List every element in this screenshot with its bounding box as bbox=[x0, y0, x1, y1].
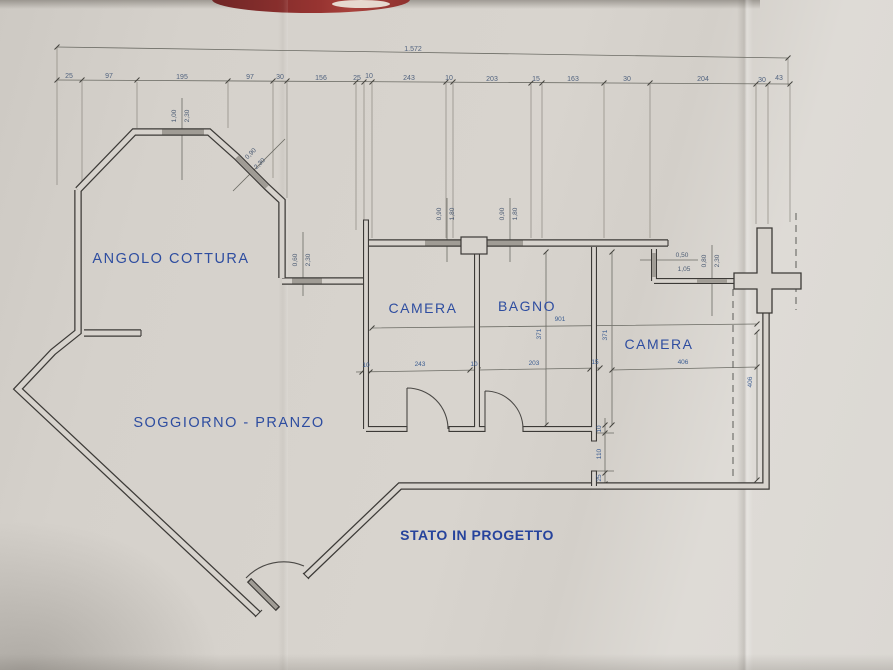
room-label-kitchen: ANGOLO COTTURA bbox=[92, 251, 249, 267]
win5-width: 0,90 bbox=[499, 207, 506, 220]
win1-width: 1,00 bbox=[171, 109, 178, 122]
dim-bed2-depth: 406 bbox=[747, 376, 754, 387]
win3-width: 0,60 bbox=[292, 253, 299, 266]
dim-top-5: 156 bbox=[315, 75, 327, 82]
dimension-lines bbox=[54, 44, 793, 490]
window-openings bbox=[162, 129, 523, 284]
dim-door-0: 10 bbox=[596, 425, 603, 433]
dim-total: 1.572 bbox=[404, 46, 422, 53]
dim-inner-3: 203 bbox=[529, 360, 540, 367]
dim-top-4: 30 bbox=[276, 74, 284, 81]
win2-width: 0,90 bbox=[244, 147, 258, 161]
win4-width: 0,90 bbox=[436, 207, 443, 220]
extension-lines bbox=[56, 47, 791, 238]
dim-inner-2: 10 bbox=[470, 361, 478, 368]
dim-top-1: 97 bbox=[105, 73, 113, 80]
win1-height: 2,30 bbox=[184, 109, 191, 122]
dim-inner-0: 10 bbox=[362, 362, 370, 369]
dim-inner-total: 901 bbox=[555, 316, 566, 323]
interior-walls bbox=[363, 220, 734, 486]
dim-top-16: 43 bbox=[775, 75, 783, 82]
room-labels: ANGOLO COTTURA CAMERA BAGNO CAMERA SOGGI… bbox=[92, 251, 694, 431]
win7-height: 2,30 bbox=[714, 254, 721, 267]
dim-top-3: 97 bbox=[246, 74, 254, 81]
dim-top-0: 25 bbox=[65, 73, 73, 80]
dim-top-13: 30 bbox=[623, 76, 631, 83]
dim-top-9: 10 bbox=[445, 75, 453, 82]
room-label-bedroom2: CAMERA bbox=[625, 336, 694, 352]
dim-door-1: 110 bbox=[596, 448, 603, 459]
dim-top-11: 15 bbox=[532, 76, 540, 83]
dim-inner-4: 15 bbox=[591, 359, 599, 366]
room-label-living: SOGGIORNO - PRANZO bbox=[133, 415, 324, 431]
win3-height: 2,30 bbox=[305, 253, 312, 266]
drawing-title: STATO IN PROGETTO bbox=[400, 527, 554, 543]
dim-door-2: 25 bbox=[596, 474, 603, 482]
entry-door-leaf-core bbox=[248, 579, 279, 610]
dim-top-7: 10 bbox=[365, 73, 373, 80]
win7-width: 0,80 bbox=[701, 254, 708, 267]
wall-pier bbox=[460, 236, 488, 255]
doors bbox=[245, 387, 524, 612]
dim-depth2: 371 bbox=[602, 329, 609, 340]
dim-top-15: 30 bbox=[758, 77, 766, 84]
win6-height: 1,05 bbox=[678, 266, 691, 273]
dim-top-8: 243 bbox=[403, 75, 415, 82]
dim-top-14: 204 bbox=[697, 76, 709, 83]
win4-height: 1,80 bbox=[449, 207, 456, 220]
dim-top-6: 25 bbox=[353, 75, 361, 82]
interior-openings bbox=[652, 253, 727, 283]
win5-height: 1,80 bbox=[512, 207, 519, 220]
dim-inner-1: 243 bbox=[415, 361, 426, 368]
win6-width: 0,50 bbox=[676, 252, 689, 259]
dim-top-10: 203 bbox=[486, 76, 498, 83]
dashed-projection-lines bbox=[732, 213, 797, 480]
dim-top-2: 195 bbox=[176, 74, 188, 81]
room-label-bedroom1: CAMERA bbox=[389, 300, 458, 316]
room-label-bath: BAGNO bbox=[498, 298, 556, 314]
pilaster-cross bbox=[733, 227, 802, 314]
exterior-walls bbox=[12, 128, 770, 617]
dim-depth1: 371 bbox=[536, 328, 543, 339]
dimension-labels: 1.572 25 97 195 97 30 156 25 10 243 10 2… bbox=[65, 46, 783, 482]
dim-bed2-width: 406 bbox=[678, 359, 689, 366]
dim-top-12: 163 bbox=[567, 76, 579, 83]
